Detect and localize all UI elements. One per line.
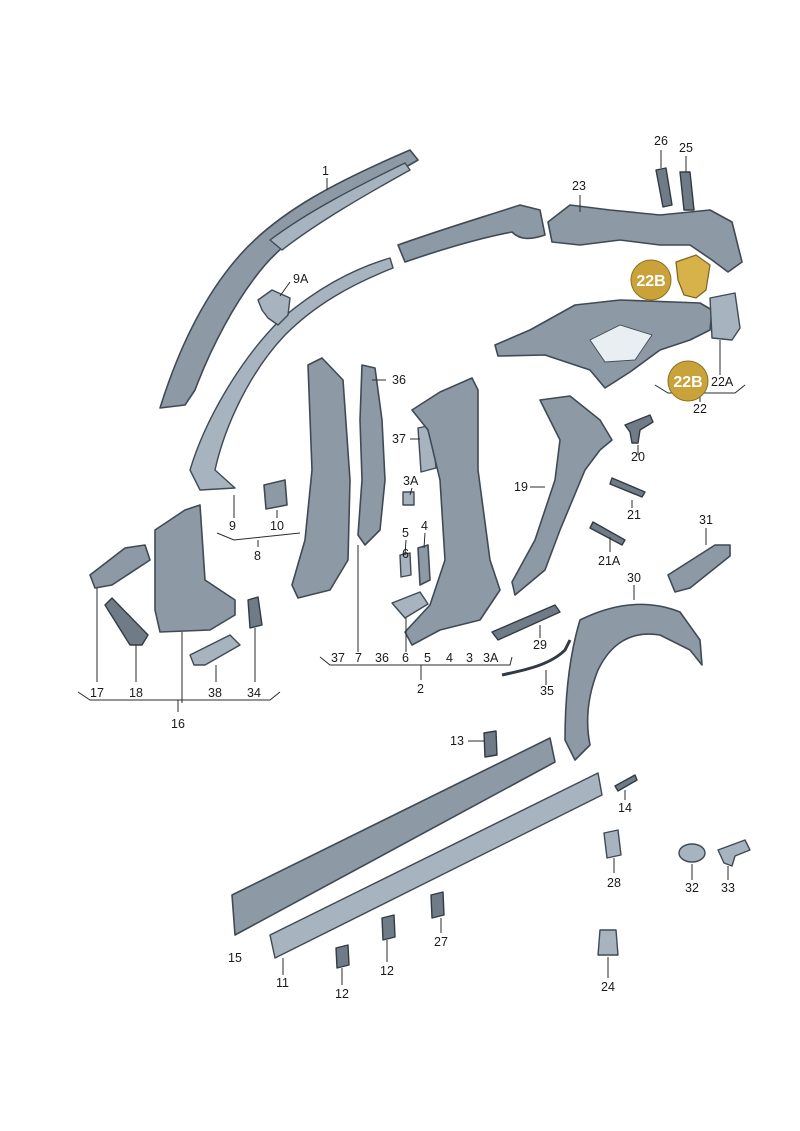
- label-20: 20: [631, 450, 645, 464]
- part-4-bracket: [417, 544, 431, 586]
- label-2: 2: [417, 682, 424, 696]
- part-22b-highlighted: [675, 254, 711, 299]
- part-10-plate: [263, 479, 288, 510]
- label-5-top: 5: [402, 526, 409, 540]
- part-33-clip: [717, 839, 751, 867]
- label-1: 1: [322, 164, 329, 178]
- label-19: 19: [514, 480, 528, 494]
- label-13: 13: [450, 734, 464, 748]
- label-15: 15: [228, 951, 242, 965]
- label-31: 31: [699, 513, 713, 527]
- badge-22b-bottom: 22B: [667, 360, 709, 402]
- label-22a: 22A: [711, 375, 734, 389]
- label-37-bottom: 37: [331, 651, 345, 665]
- part-34-bracket: [247, 596, 263, 629]
- part-21-rod: [609, 477, 646, 498]
- part-12-plug-a: [335, 944, 350, 969]
- part-32-grommet: [678, 843, 706, 863]
- label-5-bottom: 5: [424, 651, 431, 665]
- label-16: 16: [171, 717, 185, 731]
- label-24: 24: [601, 980, 615, 994]
- part-29-rail: [491, 604, 561, 641]
- part-3-b-pillar-outer: [404, 377, 501, 646]
- label-3: 3: [466, 651, 473, 665]
- label-35: 35: [540, 684, 554, 698]
- label-22: 22: [693, 402, 707, 416]
- part-35-seal: [501, 639, 572, 677]
- svg-text:22B: 22B: [673, 374, 702, 391]
- label-11: 11: [276, 976, 289, 990]
- part-9a-bracket: [257, 289, 291, 326]
- label-29: 29: [533, 638, 547, 652]
- label-30: 30: [627, 571, 641, 585]
- label-8: 8: [254, 549, 261, 563]
- part-1-roof-rail-inner: [269, 162, 411, 251]
- label-33: 33: [721, 881, 735, 895]
- part-18-brace: [104, 597, 149, 646]
- label-36-bottom: 36: [375, 651, 389, 665]
- part-12-plug-b: [381, 914, 396, 941]
- label-3a-top: 3A: [403, 474, 419, 488]
- label-12-left: 12: [335, 987, 349, 1001]
- label-6-top: 6: [402, 547, 409, 561]
- part-inner-roof-rail-rear: [397, 204, 546, 263]
- label-18: 18: [129, 686, 143, 700]
- part-14-clip: [614, 774, 638, 792]
- part-11-inner-sill: [269, 772, 603, 959]
- label-23: 23: [572, 179, 586, 193]
- part-38-plate: [189, 634, 241, 666]
- label-14: 14: [618, 801, 632, 815]
- part-30-wheel-housing: [564, 603, 703, 761]
- label-12-right: 12: [380, 964, 394, 978]
- part-24-bumper: [597, 929, 619, 956]
- leaders: [96, 150, 729, 985]
- part-1-roof-rail: [159, 149, 419, 409]
- part-7-b-pillar-inner: [291, 357, 351, 599]
- part-3a-clip: [402, 491, 415, 506]
- part-28-plug: [603, 829, 622, 859]
- label-21: 21: [627, 508, 641, 522]
- label-7: 7: [355, 651, 362, 665]
- label-9a: 9A: [293, 272, 309, 286]
- part-6-plate: [391, 591, 429, 619]
- part-22-window-cutout: [589, 324, 653, 363]
- part-27-plug: [430, 891, 445, 919]
- label-3a-bottom: 3A: [483, 651, 499, 665]
- part-23-upper-rear-panel: [547, 204, 743, 273]
- part-25-bracket: [679, 171, 695, 211]
- label-4-bottom: 4: [446, 651, 453, 665]
- label-34: 34: [247, 686, 261, 700]
- label-21a: 21A: [598, 554, 621, 568]
- part-31-bracket: [667, 544, 731, 593]
- part-36-reinforcement: [357, 364, 386, 546]
- label-9: 9: [229, 519, 236, 533]
- label-17: 17: [90, 686, 104, 700]
- part-inner-roof-rail-mid: [189, 257, 394, 491]
- part-22a-bracket: [709, 292, 741, 341]
- badge-22b-top: 22B: [630, 259, 672, 301]
- label-36-top: 36: [392, 373, 406, 387]
- part-15-outer-sill: [231, 737, 556, 936]
- label-25: 25: [679, 141, 693, 155]
- label-4-top: 4: [421, 519, 428, 533]
- label-26: 26: [654, 134, 668, 148]
- part-5-bracket: [399, 552, 412, 578]
- part-21a-rod: [589, 521, 626, 546]
- part-13-block: [483, 730, 498, 758]
- callout-labels: 1 9A 9 10 8 36 37 3A 5 4 6 37 7 36 6 5 4…: [90, 134, 735, 1001]
- part-16-a-pillar-lower: [154, 504, 236, 633]
- svg-text:22B: 22B: [636, 273, 665, 290]
- label-27: 27: [434, 935, 448, 949]
- part-26-bracket: [655, 167, 673, 208]
- label-6-bottom: 6: [402, 651, 409, 665]
- label-38: 38: [208, 686, 222, 700]
- part-17-bracket: [89, 544, 151, 589]
- label-37-top: 37: [392, 432, 406, 446]
- label-32: 32: [685, 881, 699, 895]
- label-28: 28: [607, 876, 621, 890]
- part-20-clip: [624, 414, 654, 444]
- part-19-c-pillar: [511, 395, 613, 596]
- label-10: 10: [270, 519, 284, 533]
